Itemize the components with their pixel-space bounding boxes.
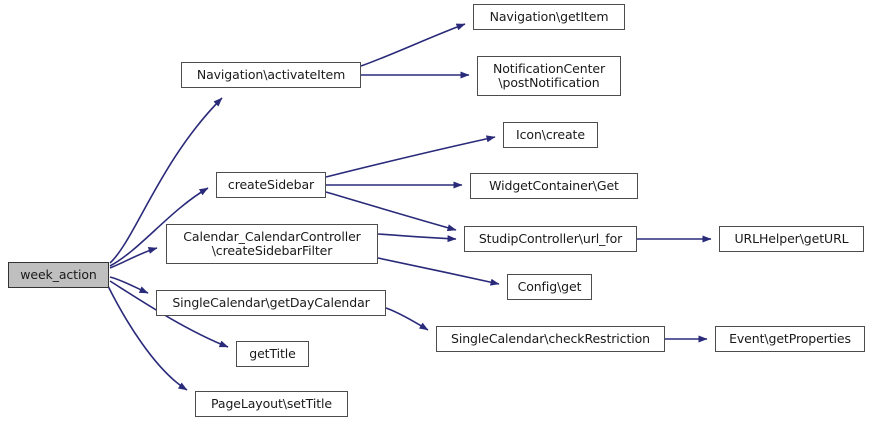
graph-node-label: createSidebar (227, 177, 315, 192)
graph-node-navigation_activateitem[interactable]: Navigation\activateItem (181, 62, 361, 88)
graph-node-urlhelper_geturl[interactable]: URLHelper\getURL (719, 226, 864, 252)
graph-node-singlecalendar_getdaycalendar[interactable]: SingleCalendar\getDayCalendar (156, 290, 386, 316)
graph-node-widgetcontainer_get[interactable]: WidgetContainer\Get (470, 173, 638, 199)
edge-week_action-to-singlecalendar_getdaycalendar (109, 276, 149, 294)
graph-node-label: Event\getProperties (729, 331, 851, 346)
graph-node-label: NotificationCenter \postNotification (493, 61, 605, 90)
graph-node-createsidebar[interactable]: createSidebar (216, 172, 326, 198)
graph-node-studipcontroller_url_for[interactable]: StudipController\url_for (464, 226, 637, 252)
graph-node-gettitle[interactable]: getTitle (236, 341, 309, 367)
graph-node-label: Icon\create (516, 127, 585, 142)
graph-node-label: Navigation\activateItem (196, 67, 346, 82)
graph-node-icon_create[interactable]: Icon\create (503, 122, 598, 148)
graph-node-config_get[interactable]: Config\get (507, 274, 592, 300)
graph-node-label: week_action (20, 267, 97, 282)
graph-node-label: WidgetContainer\Get (489, 178, 619, 193)
graph-node-label: SingleCalendar\getDayCalendar (172, 295, 370, 310)
graph-node-label: Config\get (517, 279, 582, 294)
graph-node-singlecalendar_checkrestriction[interactable]: SingleCalendar\checkRestriction (436, 326, 665, 352)
graph-node-label: StudipController\url_for (478, 231, 623, 246)
graph-node-label: Calendar_CalendarController \createSideb… (183, 229, 361, 258)
edge-week_action-to-calendar_calendarcontroller_createsidebarfilter (109, 247, 158, 269)
edge-calendar_calendarcontroller_createsidebarfilter-to-config_get (377, 257, 500, 286)
graph-node-label: SingleCalendar\checkRestriction (451, 331, 650, 346)
graph-node-calendar_calendarcontroller_createsidebarfilter[interactable]: Calendar_CalendarController \createSideb… (166, 224, 378, 264)
graph-node-notificationcenter_postnotification[interactable]: NotificationCenter \postNotification (477, 56, 621, 96)
graph-node-label: PageLayout\setTitle (211, 396, 332, 411)
graph-node-pagelayout_settitle[interactable]: PageLayout\setTitle (195, 391, 348, 417)
graph-node-event_getproperties[interactable]: Event\getProperties (715, 326, 865, 352)
edge-singlecalendar_getdaycalendar-to-singlecalendar_checkrestriction (385, 307, 429, 331)
edge-createsidebar-to-icon_create (325, 135, 496, 178)
graph-node-navigation_getitem[interactable]: Navigation\getItem (473, 4, 625, 30)
graph-node-label: Navigation\getItem (489, 9, 609, 24)
edge-calendar_calendarcontroller_createsidebarfilter-to-studipcontroller_url_for (377, 233, 457, 243)
graph-node-week_action[interactable]: week_action (8, 262, 109, 288)
graph-node-label: URLHelper\getURL (734, 231, 849, 246)
edge-navigation_activateitem-to-navigation_getitem (360, 23, 466, 67)
graph-node-label: getTitle (249, 346, 296, 361)
